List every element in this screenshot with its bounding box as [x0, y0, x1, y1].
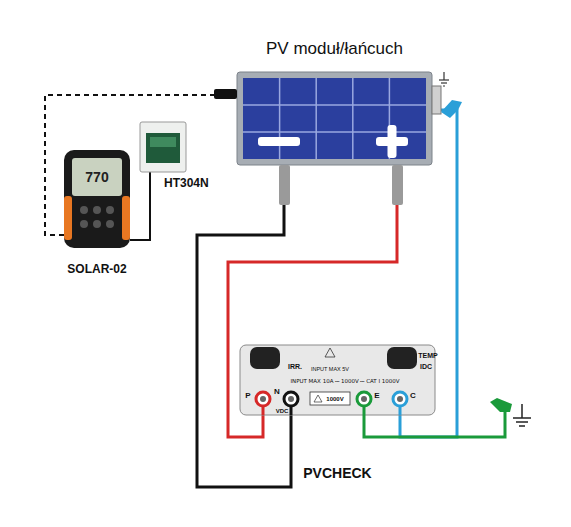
terminal-name: P — [245, 392, 250, 400]
drawing-part — [106, 206, 114, 214]
drawing-part — [443, 85, 445, 86]
drawing-part — [80, 206, 88, 214]
drawing-part — [513, 404, 531, 426]
terminal-name: C — [410, 392, 416, 400]
drawing-part — [443, 72, 444, 80]
drawing-part — [387, 347, 417, 369]
drawing-part — [314, 395, 322, 402]
drawing-part — [80, 220, 88, 228]
drawing-part — [122, 196, 130, 240]
drawing-part — [516, 421, 528, 423]
drawing-part — [146, 133, 180, 163]
ht304n-cell — [140, 122, 186, 172]
drawing-part — [315, 78, 317, 159]
drawing-part — [357, 392, 371, 406]
drawing-part — [260, 396, 266, 402]
terminal-name: N — [274, 388, 280, 396]
device-label: PVCHECK — [303, 465, 371, 481]
drawing-part — [361, 396, 367, 402]
drawing-part — [310, 392, 350, 405]
drawing-part — [513, 417, 531, 419]
drawing-part — [521, 404, 523, 418]
drawing-part — [243, 104, 426, 106]
sensor-plug — [214, 89, 237, 99]
drawing-part — [393, 392, 407, 406]
port-name: IDC — [420, 363, 432, 370]
port-name: IRR. — [288, 363, 302, 370]
drawing-part — [72, 158, 122, 196]
crocodile-clip — [441, 100, 462, 118]
drawing-part — [519, 425, 525, 427]
rating-note: INPUT MAX 10A ⎓ 1000V ⎓ CAT I 1000V — [290, 379, 399, 385]
drawing-part — [256, 392, 270, 406]
drawing-part — [441, 82, 447, 83]
minus-sign — [258, 137, 300, 146]
drawing-part — [364, 412, 505, 437]
display-reading: 770 — [85, 170, 108, 184]
ground-symbol — [439, 72, 449, 86]
pv-module: PV moduł/łańcuch — [237, 72, 432, 165]
cable-lead — [279, 165, 290, 205]
drawing-part — [439, 79, 449, 80]
drawing-part — [250, 347, 280, 369]
device-label: PV moduł/łańcuch — [266, 39, 403, 59]
drawing-part — [240, 345, 435, 415]
terminal-name: E — [374, 392, 379, 400]
drawing-part — [397, 396, 403, 402]
pv-module — [214, 72, 462, 205]
port-name: TEMP — [418, 352, 437, 359]
drawing-part — [64, 150, 130, 248]
drawing-part — [284, 392, 298, 406]
ground-terminal — [432, 86, 441, 114]
reference-cell: HT304N — [140, 122, 186, 172]
drawing-part — [279, 78, 281, 159]
drawing-part — [490, 398, 512, 412]
drawing-part — [243, 78, 426, 159]
drawing-part — [64, 196, 72, 240]
earth-lead — [364, 398, 531, 437]
drawing-part — [150, 137, 176, 147]
drawing-part — [140, 122, 186, 172]
drawing-part — [93, 206, 101, 214]
drawing-part — [243, 131, 426, 133]
terminal-name: VDC — [276, 408, 289, 414]
drawing-part — [325, 348, 335, 357]
rating-note: INPUT MAX 5V — [311, 367, 349, 373]
connection-wire — [197, 165, 291, 487]
cable-lead — [392, 165, 403, 205]
device-label: SOLAR-02 — [67, 262, 126, 276]
solar-02-meter — [64, 150, 130, 248]
connection-wire — [130, 172, 150, 240]
drawing-part — [237, 72, 432, 165]
drawing-part — [388, 125, 397, 158]
rating-note: 1000V — [326, 396, 343, 402]
drawing-part — [288, 396, 294, 402]
irradiance-meter: SOLAR-02 — [64, 150, 130, 248]
drawing-part — [243, 78, 426, 159]
drawing-part — [352, 78, 354, 159]
drawing-part — [93, 220, 101, 228]
drawing-part — [106, 220, 114, 228]
pvcheck-instrument — [240, 345, 435, 415]
device-label: HT304N — [164, 176, 209, 190]
